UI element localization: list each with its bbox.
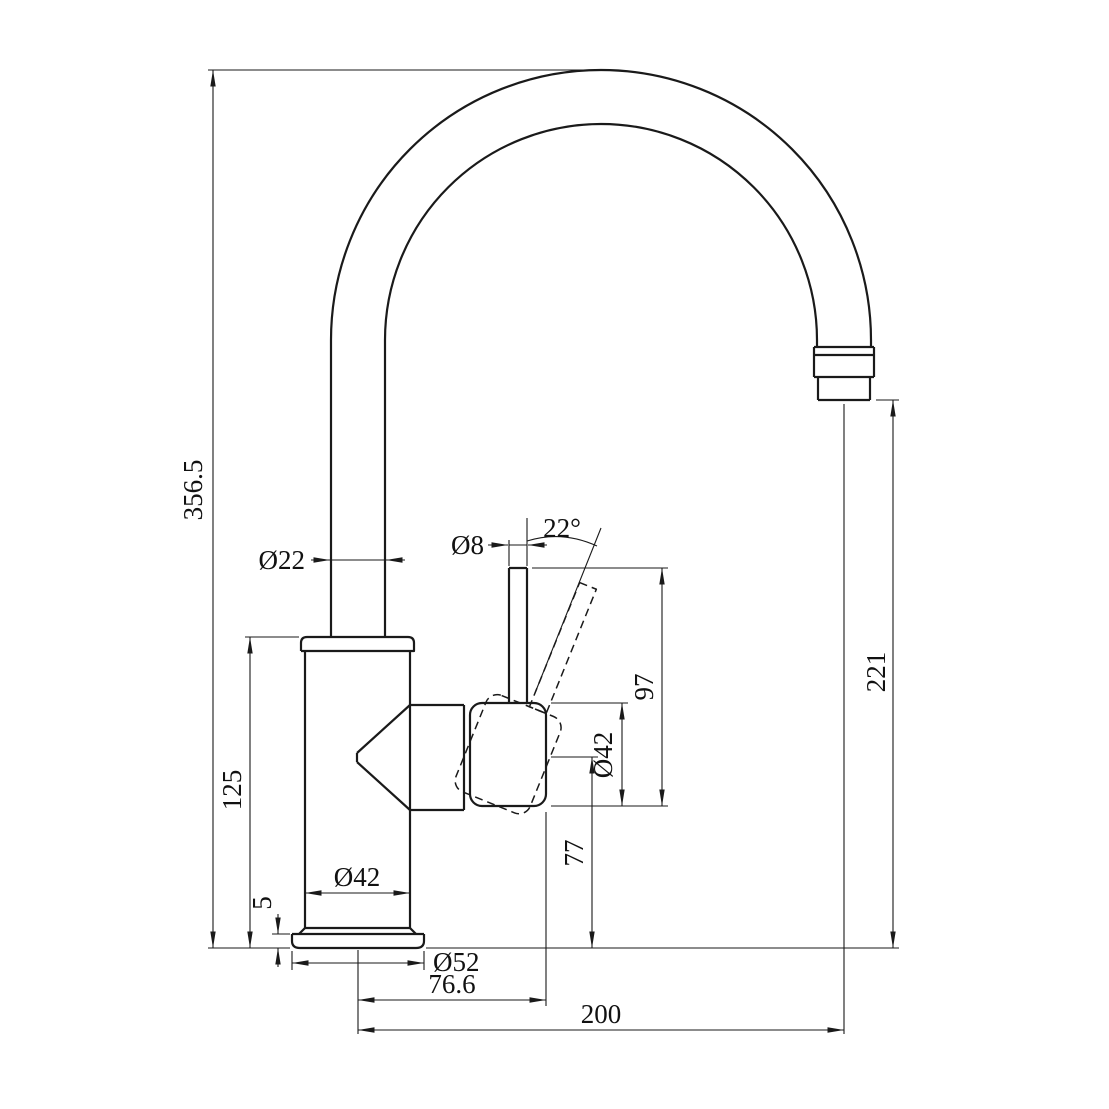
angle-reference: 22° [526,513,602,694]
handle-alternate-position-dashed [454,581,598,815]
dim-body-height: 125 [217,636,299,948]
dim-spout-clearance-height-label: 221 [861,652,891,693]
dim-handle-reach: 76.6 [357,812,547,1034]
dim-spout-tube-diameter-label: Ø22 [259,545,306,575]
dim-spout-reach-label: 200 [581,999,622,1029]
spout-outlet [812,340,876,402]
handle-body-tilted [454,693,562,815]
dim-handle-diameter: Ø42 [551,702,628,806]
handle-stem-tilted [528,581,598,715]
body-cylinder [303,651,412,930]
dim-handle-length: 97 [532,567,668,807]
dim-spout-tube-diameter: Ø22 [259,545,405,575]
body-cap [299,635,416,653]
dim-handle-pivot-height: 77 [551,756,598,948]
dim-base-plate-height: 5 [247,896,290,967]
faucet-outline [290,68,876,950]
dim-base-plate-diameter-label: Ø52 [433,947,480,977]
base-plate [290,927,426,950]
dim-body-height-label: 125 [217,770,247,811]
dim-body-diameter-label: Ø42 [334,862,381,892]
dim-handle-tilt-angle-label: 22° [543,513,581,543]
dim-handle-pivot-height-label: 77 [559,840,589,867]
dim-overall-height: 356.5 [178,69,595,948]
handle-body [468,701,548,808]
dim-overall-height-label: 356.5 [178,460,208,521]
dim-handle-stem-diameter-label: Ø8 [451,530,484,560]
riser-tube [329,340,387,637]
dim-spout-clearance-height: 221 [861,399,899,948]
stem-tilted-reference-line [534,527,602,694]
dim-spout-reach: 200 [358,404,845,1034]
dimension-annotations: 356.5 125 Ø22 Ø8 97 [178,69,899,1034]
gooseneck-inner-arc [383,122,819,341]
dim-body-diameter: Ø42 [305,862,410,896]
angle-arc [526,536,598,547]
dim-handle-stem-diameter: Ø8 [451,530,547,566]
gooseneck-outer-arc [329,68,873,341]
dim-handle-length-label: 97 [629,674,659,701]
dim-handle-reach-label: 76.6 [428,969,475,999]
dim-base-plate-height-label: 5 [247,896,277,910]
handle-stem [507,566,529,703]
